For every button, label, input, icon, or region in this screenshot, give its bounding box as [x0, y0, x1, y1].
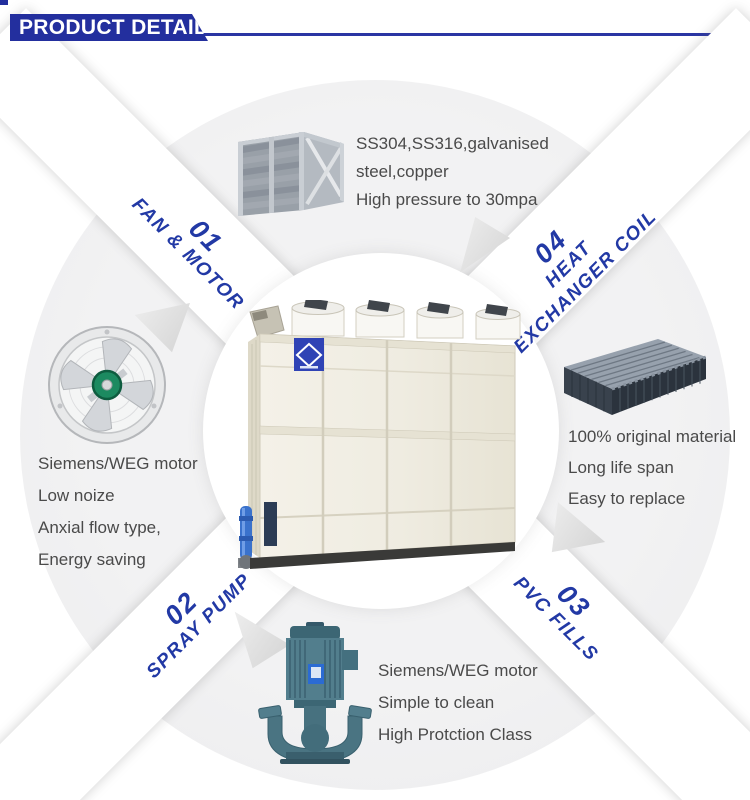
- feature-line: Simple to clean: [378, 693, 495, 712]
- corner-mark: [0, 0, 8, 5]
- page-title: PRODUCT DETAILS: [19, 16, 222, 39]
- header-banner: PRODUCT DETAILS: [10, 14, 222, 41]
- header-rule: [10, 33, 742, 36]
- feature-line: High pressure to 30mpa: [356, 190, 538, 209]
- feature-list-heat-exchanger-coil: SS304,SS316,galvanised steel,copper High…: [356, 130, 549, 214]
- feature-list-pvc-fills: 100% original material Long life span Ea…: [568, 421, 736, 514]
- spray-pump-photo: [258, 622, 373, 764]
- feature-line: Siemens/WEG motor: [378, 661, 538, 680]
- feature-line: Low noize: [38, 486, 115, 505]
- feature-list-fan-motor: Siemens/WEG motor Low noize Anxial flow …: [38, 448, 198, 576]
- feature-line: Anxial flow type,: [38, 518, 161, 537]
- cooling-tower-photo: [238, 298, 523, 570]
- feature-line: steel,copper: [356, 162, 449, 181]
- feature-line: Easy to replace: [568, 489, 686, 508]
- feature-line: Long life span: [568, 458, 674, 477]
- feature-line: Energy saving: [38, 550, 146, 569]
- feature-line: High Protction Class: [378, 725, 533, 744]
- feature-line: SS304,SS316,galvanised: [356, 134, 549, 153]
- feature-line: Siemens/WEG motor: [38, 454, 198, 473]
- feature-line: 100% original material: [568, 427, 737, 446]
- axial-fan-photo: [46, 324, 168, 446]
- pvc-fills-photo: [558, 333, 710, 418]
- feature-list-spray-pump: Siemens/WEG motor Simple to clean High P…: [378, 655, 538, 751]
- heat-exchanger-coil-photo: [232, 126, 350, 218]
